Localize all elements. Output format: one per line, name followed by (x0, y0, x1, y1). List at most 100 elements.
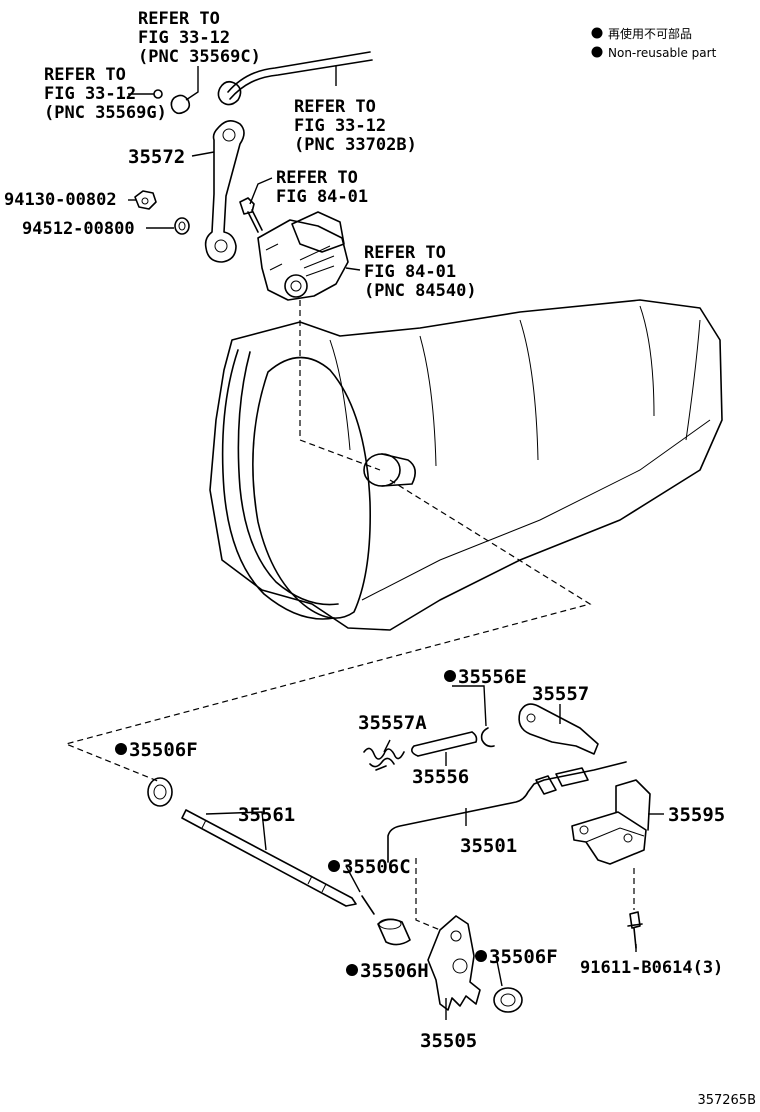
nut-hole (141, 197, 149, 205)
ref-line: FIG 33-12 (138, 28, 230, 48)
switch-ribs (265, 243, 335, 277)
ref-line: REFER TO (294, 97, 376, 117)
ref-line: FIG 33-12 (44, 84, 136, 104)
bushing-icon (170, 94, 191, 115)
part-number-35556[interactable]: 35556 (412, 766, 469, 788)
non-reusable-bullet-icon (475, 950, 487, 962)
part-labels: 35572 94130-00802 94512-00800 35556E 355… (4, 146, 725, 1052)
e-ring-icon (480, 727, 495, 748)
detent-hole (452, 958, 468, 974)
neutral-switch (257, 219, 349, 301)
oil-seal-inner (500, 993, 516, 1007)
bolt-icon (239, 197, 263, 233)
bellhousing-flange (221, 349, 339, 620)
ref-line: REFER TO (44, 65, 126, 85)
detent-hole (450, 930, 462, 942)
legend-en: Non-reusable part (608, 46, 717, 60)
part-number-35572[interactable]: 35572 (128, 146, 185, 168)
bracket-hole (579, 825, 589, 835)
oil-seal-inner (153, 784, 167, 800)
non-reusable-bullet-icon (591, 27, 603, 39)
shaft-35561 (181, 809, 357, 907)
part-number-94130[interactable]: 94130-00802 (4, 190, 117, 210)
bracket-hole (623, 833, 633, 843)
ref-line: REFER TO (276, 168, 358, 188)
ref-r3: REFER TO FIG 33-12 (PNC 33702B) (294, 97, 417, 155)
legend: 再使用不可部品 Non-reusable part (591, 26, 717, 60)
switch-hub (284, 274, 308, 298)
part-number-91611[interactable]: 91611-B0614(3) (580, 958, 723, 978)
ref-line: REFER TO (364, 243, 446, 263)
upper-assembly (134, 51, 373, 301)
figure-id: 357265B (697, 1093, 756, 1108)
part-number-35561[interactable]: 35561 (238, 804, 295, 826)
ref-line: (PNC 35569C) (138, 47, 261, 67)
part-number-35557a[interactable]: 35557A (358, 712, 427, 734)
part-number-35595[interactable]: 35595 (668, 804, 725, 826)
ref-line: REFER TO (138, 9, 220, 29)
washer-hole (178, 221, 186, 231)
ref-line: FIG 84-01 (276, 187, 368, 207)
lever-35572 (204, 120, 245, 263)
part-number-35506f-b[interactable]: 35506F (489, 946, 558, 968)
bolt-icon (627, 911, 643, 949)
ref-line: (PNC 84540) (364, 281, 477, 301)
leader-lines (128, 66, 664, 1020)
control-rod (227, 51, 373, 100)
rod-35501 (387, 761, 627, 863)
part-number-35501[interactable]: 35501 (460, 835, 517, 857)
rod-sleeve (535, 767, 589, 795)
detent-spring-35557 (518, 703, 599, 755)
non-reusable-bullet-icon (328, 860, 340, 872)
ref-r4: REFER TO FIG 84-01 (276, 168, 368, 207)
part-number-35505[interactable]: 35505 (420, 1030, 477, 1052)
part-number-94512[interactable]: 94512-00800 (22, 219, 135, 239)
lever-hole (214, 239, 228, 253)
switch-hub-inner (290, 280, 302, 292)
assembly-lines (64, 300, 635, 931)
non-reusable-bullet-icon (115, 743, 127, 755)
oil-seal-icon (493, 987, 523, 1013)
non-reusable-bullet-icon (591, 46, 603, 58)
detent-plate (427, 915, 481, 1011)
non-reusable-bullet-icon (444, 670, 456, 682)
ref-r1: REFER TO FIG 33-12 (PNC 35569C) (138, 9, 261, 67)
bellhousing-bore (252, 356, 371, 619)
pin-icon (361, 895, 375, 915)
ref-line: (PNC 35569G) (44, 103, 167, 123)
shaft-boss-body (381, 453, 416, 487)
legend-jp: 再使用不可部品 (608, 26, 692, 41)
detent-spring-hole (526, 713, 536, 723)
case-ribs (329, 305, 701, 467)
bracket-face (585, 827, 645, 843)
shaft-boss (363, 453, 401, 487)
non-reusable-bullet-icon (346, 964, 358, 976)
ref-r5: REFER TO FIG 84-01 (PNC 84540) (364, 243, 477, 301)
bushing-35506h-end (378, 918, 402, 930)
part-number-35506h[interactable]: 35506H (360, 960, 429, 982)
oil-seal-icon (147, 777, 173, 807)
transmission-case (209, 299, 723, 631)
case-lower (361, 419, 711, 601)
nut-icon (134, 190, 157, 210)
part-number-35506f-a[interactable]: 35506F (129, 739, 198, 761)
part-number-35506c[interactable]: 35506C (342, 856, 411, 878)
ref-line: FIG 84-01 (364, 262, 456, 282)
ref-line: FIG 33-12 (294, 116, 386, 136)
part-number-35556e[interactable]: 35556E (458, 666, 527, 688)
lever-hole (222, 128, 236, 142)
pin-35556 (410, 731, 478, 757)
rod-end (217, 80, 242, 106)
clip-icon (153, 89, 163, 99)
washer-icon (174, 217, 190, 235)
case-outline (209, 299, 723, 631)
ref-line: (PNC 33702B) (294, 135, 417, 155)
shaft-grooves (201, 819, 327, 893)
part-number-35557[interactable]: 35557 (532, 683, 589, 705)
lower-parts (147, 703, 651, 1013)
ref-r2: REFER TO FIG 33-12 (PNC 35569G) (44, 65, 167, 123)
bracket-35595 (571, 779, 651, 865)
bushing-35506h (377, 918, 411, 946)
switch-connector (291, 211, 345, 253)
